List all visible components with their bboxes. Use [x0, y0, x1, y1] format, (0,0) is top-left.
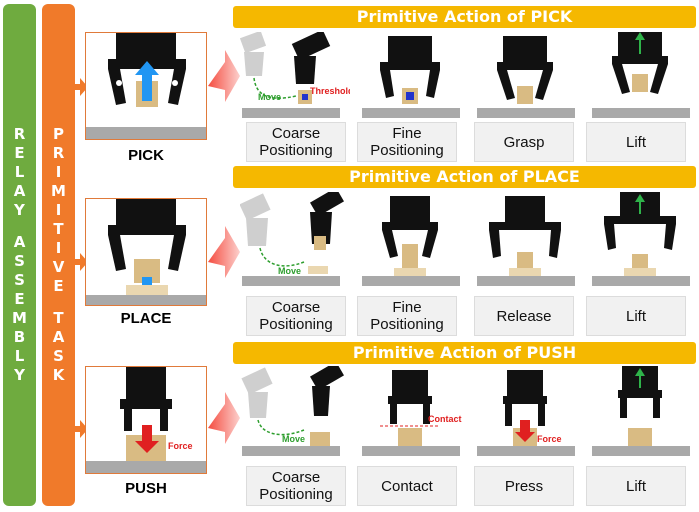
- pick-task-panel: [85, 32, 207, 140]
- primitive-letter: I: [55, 239, 62, 257]
- task-letter: K: [52, 366, 65, 384]
- primitive-letter: R: [52, 144, 65, 162]
- task-letter: T: [53, 309, 64, 327]
- push-task-label: PUSH: [125, 480, 167, 497]
- push-coarse-illustration: Move: [241, 366, 344, 456]
- contact-label: Contact: [428, 414, 462, 424]
- push-step-coarse-caption: Coarse Positioning: [246, 466, 346, 506]
- assembly-letter: M: [12, 309, 27, 327]
- relay-letter: A: [13, 182, 26, 200]
- assembly-letter: S: [14, 271, 25, 289]
- pick-step-coarse-caption: Coarse Positioning: [246, 122, 346, 162]
- pick-lift-illustration: [592, 32, 690, 118]
- place-coarse-illustration: Move: [240, 192, 344, 286]
- place-move-label: Move: [278, 266, 301, 276]
- task-letter: S: [53, 347, 64, 365]
- assembly-letter: B: [13, 328, 26, 346]
- assembly-letter: Y: [14, 366, 25, 384]
- place-task-label: PLACE: [120, 310, 172, 327]
- primitive-letter: E: [53, 277, 64, 295]
- assembly-letter: S: [14, 252, 25, 270]
- primitive-letter: I: [55, 163, 62, 181]
- pick-fine-illustration: [362, 36, 460, 118]
- place-task-illustration: [86, 199, 206, 305]
- push-step-press-caption: Press: [474, 466, 574, 506]
- assembly-letter: E: [14, 290, 25, 308]
- push-fan-arrow-icon: [208, 392, 240, 444]
- place-fan-arrow-icon: [208, 226, 240, 278]
- pick-step-grasp-caption: Grasp: [474, 122, 574, 162]
- threshold-label: Threshold: [310, 86, 350, 96]
- primitive-letter: V: [52, 258, 65, 276]
- place-step-release-caption: Release: [474, 296, 574, 336]
- pick-task-label: PICK: [128, 147, 164, 164]
- push-move-label: Move: [282, 434, 305, 444]
- primitive-letter: M: [51, 182, 66, 200]
- place-fine-illustration: [362, 196, 460, 286]
- push-arrow-icon: [75, 420, 88, 438]
- pick-step-lift-caption: Lift: [586, 122, 686, 162]
- primitive-letter: I: [55, 201, 62, 219]
- push-step-contact-caption: Contact: [357, 466, 457, 506]
- pick-banner: Primitive Action of PICK: [233, 6, 696, 28]
- pick-coarse-illustration: Move Threshold: [240, 32, 350, 118]
- push-task-force-label: Force: [168, 441, 193, 451]
- place-step-lift-caption: Lift: [586, 296, 686, 336]
- push-contact-illustration: Contact: [362, 370, 462, 456]
- pick-step-fine-caption: Fine Positioning: [357, 122, 457, 162]
- relay-letter: R: [13, 125, 26, 143]
- place-task-panel: [85, 198, 207, 306]
- place-arrow-icon: [75, 253, 88, 271]
- push-step-lift-caption: Lift: [586, 466, 686, 506]
- push-task-panel: Force: [85, 366, 207, 474]
- primitive-letter: T: [53, 220, 64, 238]
- task-letter: A: [52, 328, 65, 346]
- press-force-label: Force: [537, 434, 562, 444]
- assembly-letter: A: [13, 233, 26, 251]
- place-step-coarse-caption: Coarse Positioning: [246, 296, 346, 336]
- place-banner: Primitive Action of PLACE: [233, 166, 696, 188]
- push-press-illustration: Force: [477, 370, 575, 456]
- place-lift-illustration: [592, 192, 690, 286]
- pick-task-illustration: [86, 33, 206, 139]
- push-lift-illustration: [592, 366, 690, 456]
- pick-move-label: Move: [258, 92, 281, 102]
- relay-letter: Y: [14, 201, 25, 219]
- place-release-illustration: [477, 196, 575, 286]
- push-banner: Primitive Action of PUSH: [233, 342, 696, 364]
- assembly-letter: L: [14, 347, 25, 365]
- pick-fan-arrow-icon: [208, 50, 240, 102]
- primitive-letter: P: [53, 125, 64, 143]
- relay-letter: L: [14, 163, 25, 181]
- relay-letter: E: [14, 144, 25, 162]
- pick-grasp-illustration: [477, 36, 575, 118]
- place-step-fine-caption: Fine Positioning: [357, 296, 457, 336]
- pick-arrow-icon: [75, 78, 88, 96]
- push-task-illustration: Force: [86, 367, 206, 473]
